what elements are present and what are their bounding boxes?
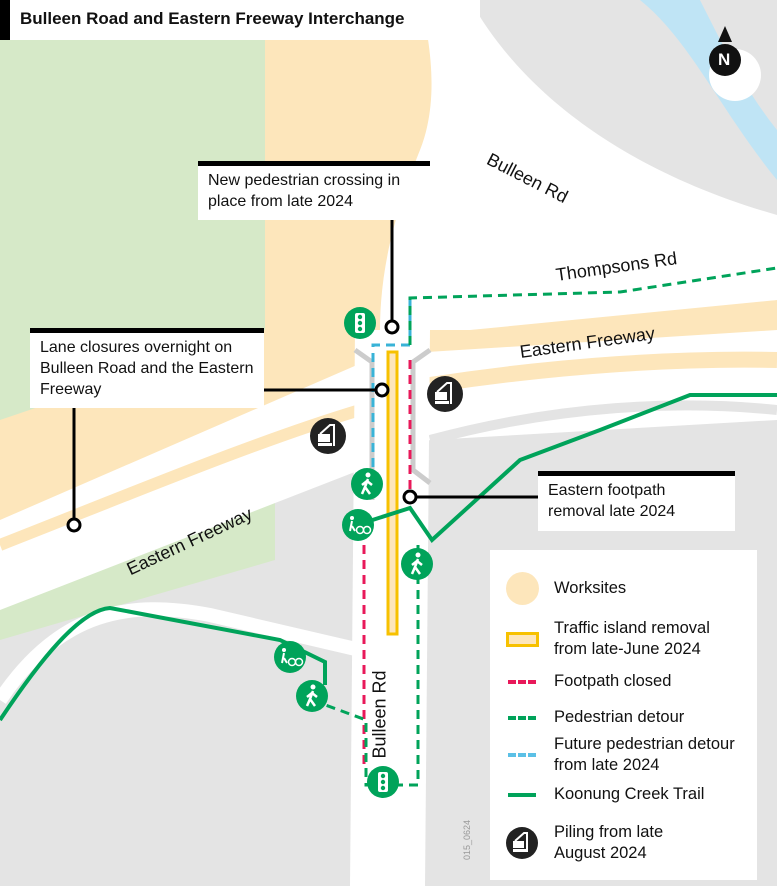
pedestrian-icon [296,680,328,712]
worksite-swatch-icon [505,572,539,605]
future-detour-line-icon [508,753,536,757]
piling-icon [506,827,538,859]
pedestrian-detour-line-icon [508,715,536,720]
footpath-closed-line-icon [508,679,536,684]
callout-new-crossing: New pedestrian crossing in place from la… [198,161,430,220]
legend: Worksites Traffic island removal from la… [490,550,757,880]
legend-item-worksites: Worksites [490,572,757,605]
lane-closure-marker-west [66,517,82,533]
bulleen-rd-north [380,0,777,330]
pedestrian-icon [401,548,433,580]
traffic-light-icon [367,766,399,798]
pedestrian-detour-path [408,266,777,345]
map-credit: 015_0624 [462,819,472,860]
callout-lane-closures: Lane closures overnight on Bulleen Road … [30,328,264,408]
legend-item-koonung-trail: Koonung Creek Trail [490,784,757,805]
legend-item-traffic-island: Traffic island removal from late-June 20… [490,618,757,660]
river [640,0,777,180]
legend-item-future-detour: Future pedestrian detour from late 2024 [490,734,757,776]
legend-item-piling: Piling from late August 2024 [490,822,757,864]
shared-path-icon [342,509,374,541]
traffic-light-icon [344,307,376,339]
legend-item-pedestrian-detour: Pedestrian detour [490,707,757,728]
legend-item-footpath-closed: Footpath closed [490,671,757,692]
north-arrow-icon [709,26,741,76]
koonung-creek-trail [0,393,777,722]
shared-path-icon [274,641,306,673]
pedestrian-icon [351,468,383,500]
traffic-island-swatch-icon [505,631,539,647]
traffic-island [386,350,399,636]
piling-icon [427,376,463,412]
north-label: N [718,50,731,69]
eastern-freeway [0,330,777,610]
callout-footpath-removal: Eastern footpath removal late 2024 [538,471,735,531]
footpath-removal-marker [402,489,418,505]
crossing-marker [384,319,400,335]
trail-line-icon [508,792,536,797]
map-title: Bulleen Road and Eastern Freeway Interch… [0,0,480,40]
piling-icon [310,418,346,454]
road-label-bulleen-rd-south: Bulleen Rd [369,670,390,759]
lane-closure-marker [374,382,390,398]
